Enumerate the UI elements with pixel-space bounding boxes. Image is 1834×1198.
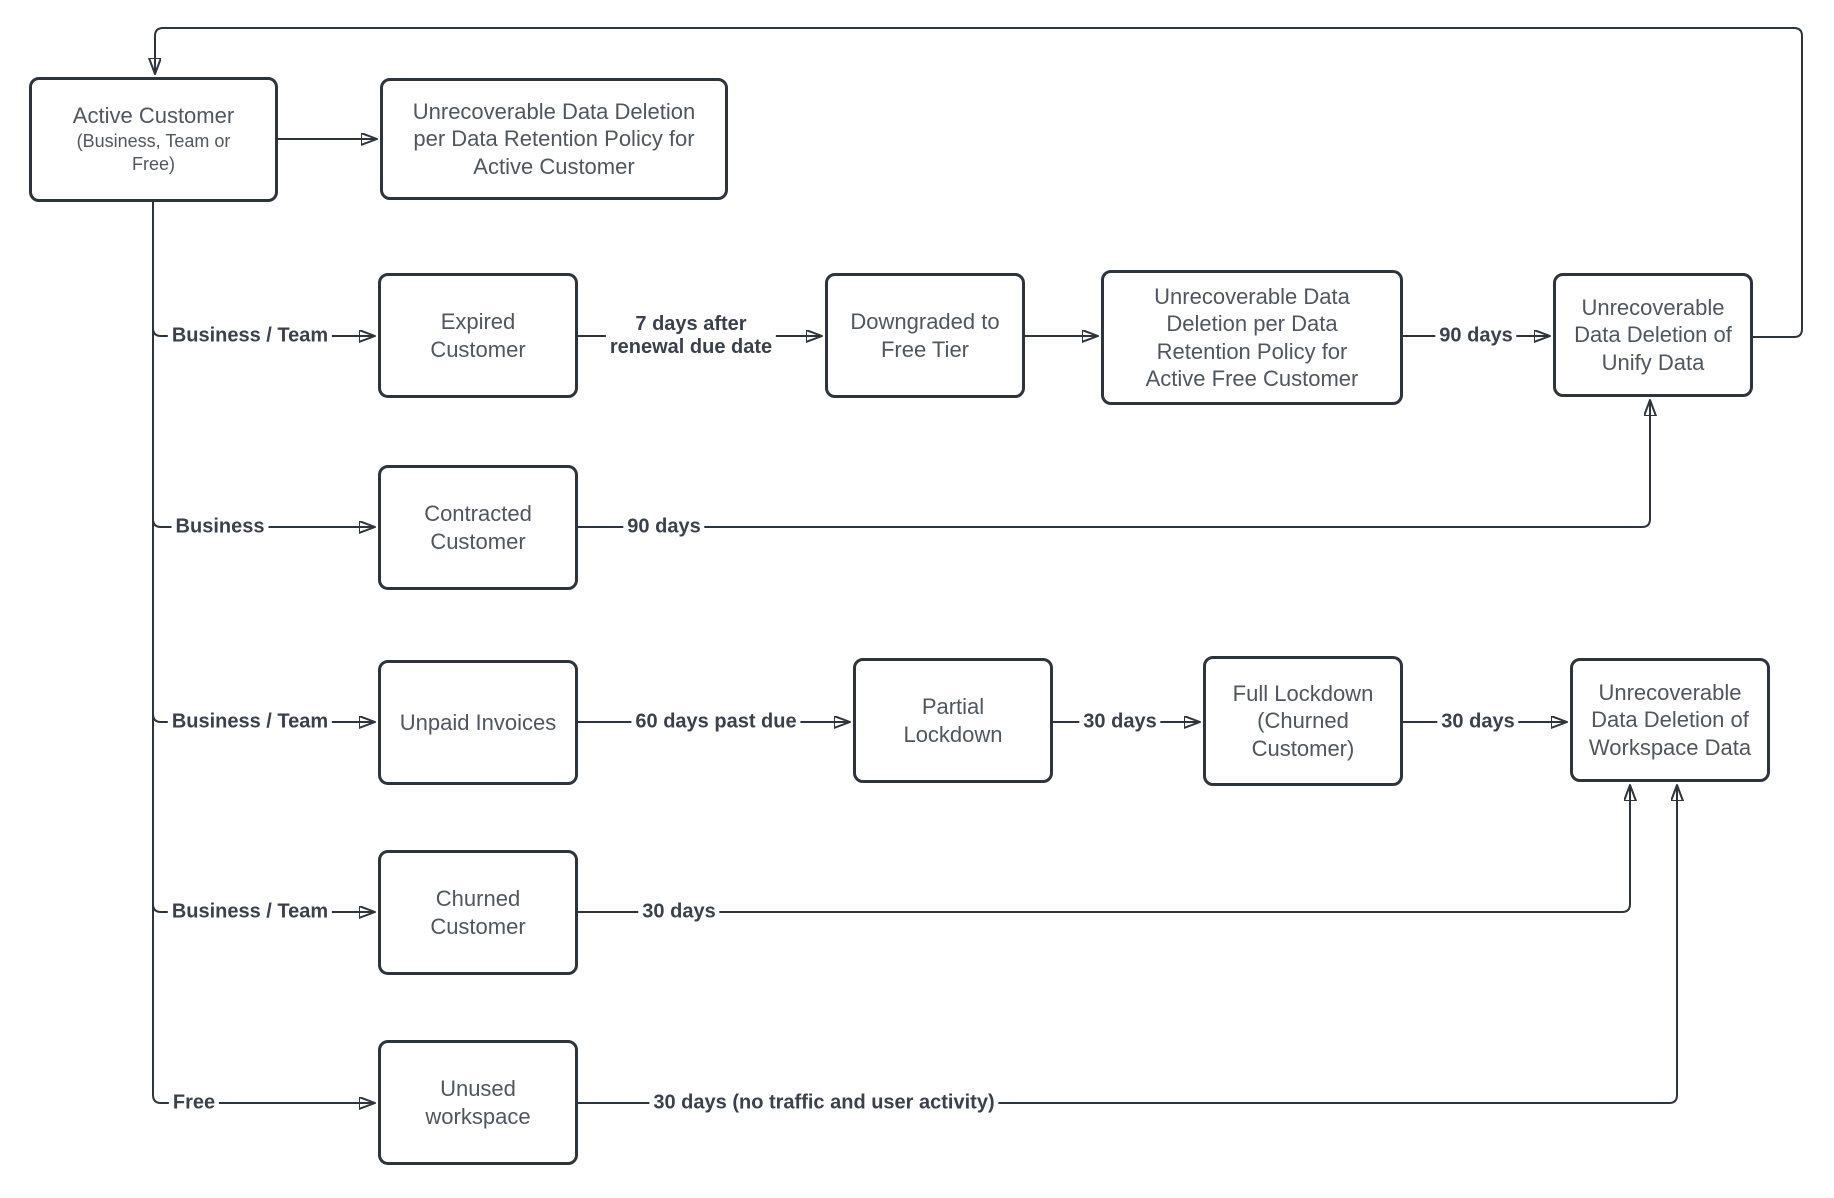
node-active-customer-subtitle: (Business, Team or Free) [76, 130, 231, 175]
edge-label-thirty-days-full-to-deletion: 30 days [1437, 709, 1519, 735]
edge-unused-to-workspace-deletion [578, 786, 1677, 1104]
edge-label-thirty-days-churned: 30 days [638, 899, 720, 925]
edge-label-ninety-days-to-unify: 90 days [1435, 323, 1517, 349]
node-expired-customer: Expired Customer [378, 273, 578, 398]
edge-label-business-team-churned: Business / Team [167, 899, 333, 925]
node-deletion-active-free-customer: Unrecoverable Data Deletion per Data Ret… [1101, 270, 1403, 405]
edge-label-business-team-unpaid: Business / Team [167, 709, 333, 735]
node-deletion-unify-data: Unrecoverable Data Deletion of Unify Dat… [1553, 273, 1753, 397]
edge-branch-contracted [152, 518, 374, 527]
node-churned-customer: Churned Customer [378, 850, 578, 975]
node-unpaid-invoices: Unpaid Invoices [378, 660, 578, 785]
edge-churned-to-workspace-deletion [578, 786, 1630, 913]
node-contracted-customer: Contracted Customer [378, 465, 578, 590]
edge-label-business-contracted: Business [171, 514, 269, 540]
edge-label-business-team-expired: Business / Team [167, 323, 333, 349]
node-active-customer-title: Active Customer [72, 103, 235, 129]
edge-label-thirty-days-no-traffic: 30 days (no traffic and user activity) [649, 1090, 999, 1116]
edge-branch-churned [152, 903, 374, 912]
edge-label-sixty-days-past-due: 60 days past due [631, 709, 801, 735]
edge-label-thirty-days-partial-to-full: 30 days [1079, 709, 1161, 735]
node-active-customer: Active Customer (Business, Team or Free) [29, 77, 278, 202]
edge-unify-loop-to-active [155, 27, 1803, 338]
node-deletion-active-customer: Unrecoverable Data Deletion per Data Ret… [380, 78, 728, 200]
node-deletion-workspace-data: Unrecoverable Data Deletion of Workspace… [1570, 658, 1770, 782]
node-downgraded-free-tier: Downgraded to Free Tier [825, 273, 1025, 398]
edge-trunk-free-branch [152, 202, 374, 1103]
edge-contracted-to-unify [578, 401, 1650, 528]
node-unused-workspace: Unused workspace [378, 1040, 578, 1165]
node-full-lockdown-churned: Full Lockdown (Churned Customer) [1203, 656, 1403, 786]
edge-label-free-unused: Free [168, 1090, 220, 1116]
edge-branch-unpaid [152, 713, 374, 722]
edge-branch-expired [152, 327, 374, 336]
edge-label-seven-days-after-renewal: 7 days after renewal due date [605, 312, 777, 360]
node-partial-lockdown: Partial Lockdown [853, 658, 1053, 783]
edge-label-ninety-days-contracted: 90 days [623, 514, 705, 540]
